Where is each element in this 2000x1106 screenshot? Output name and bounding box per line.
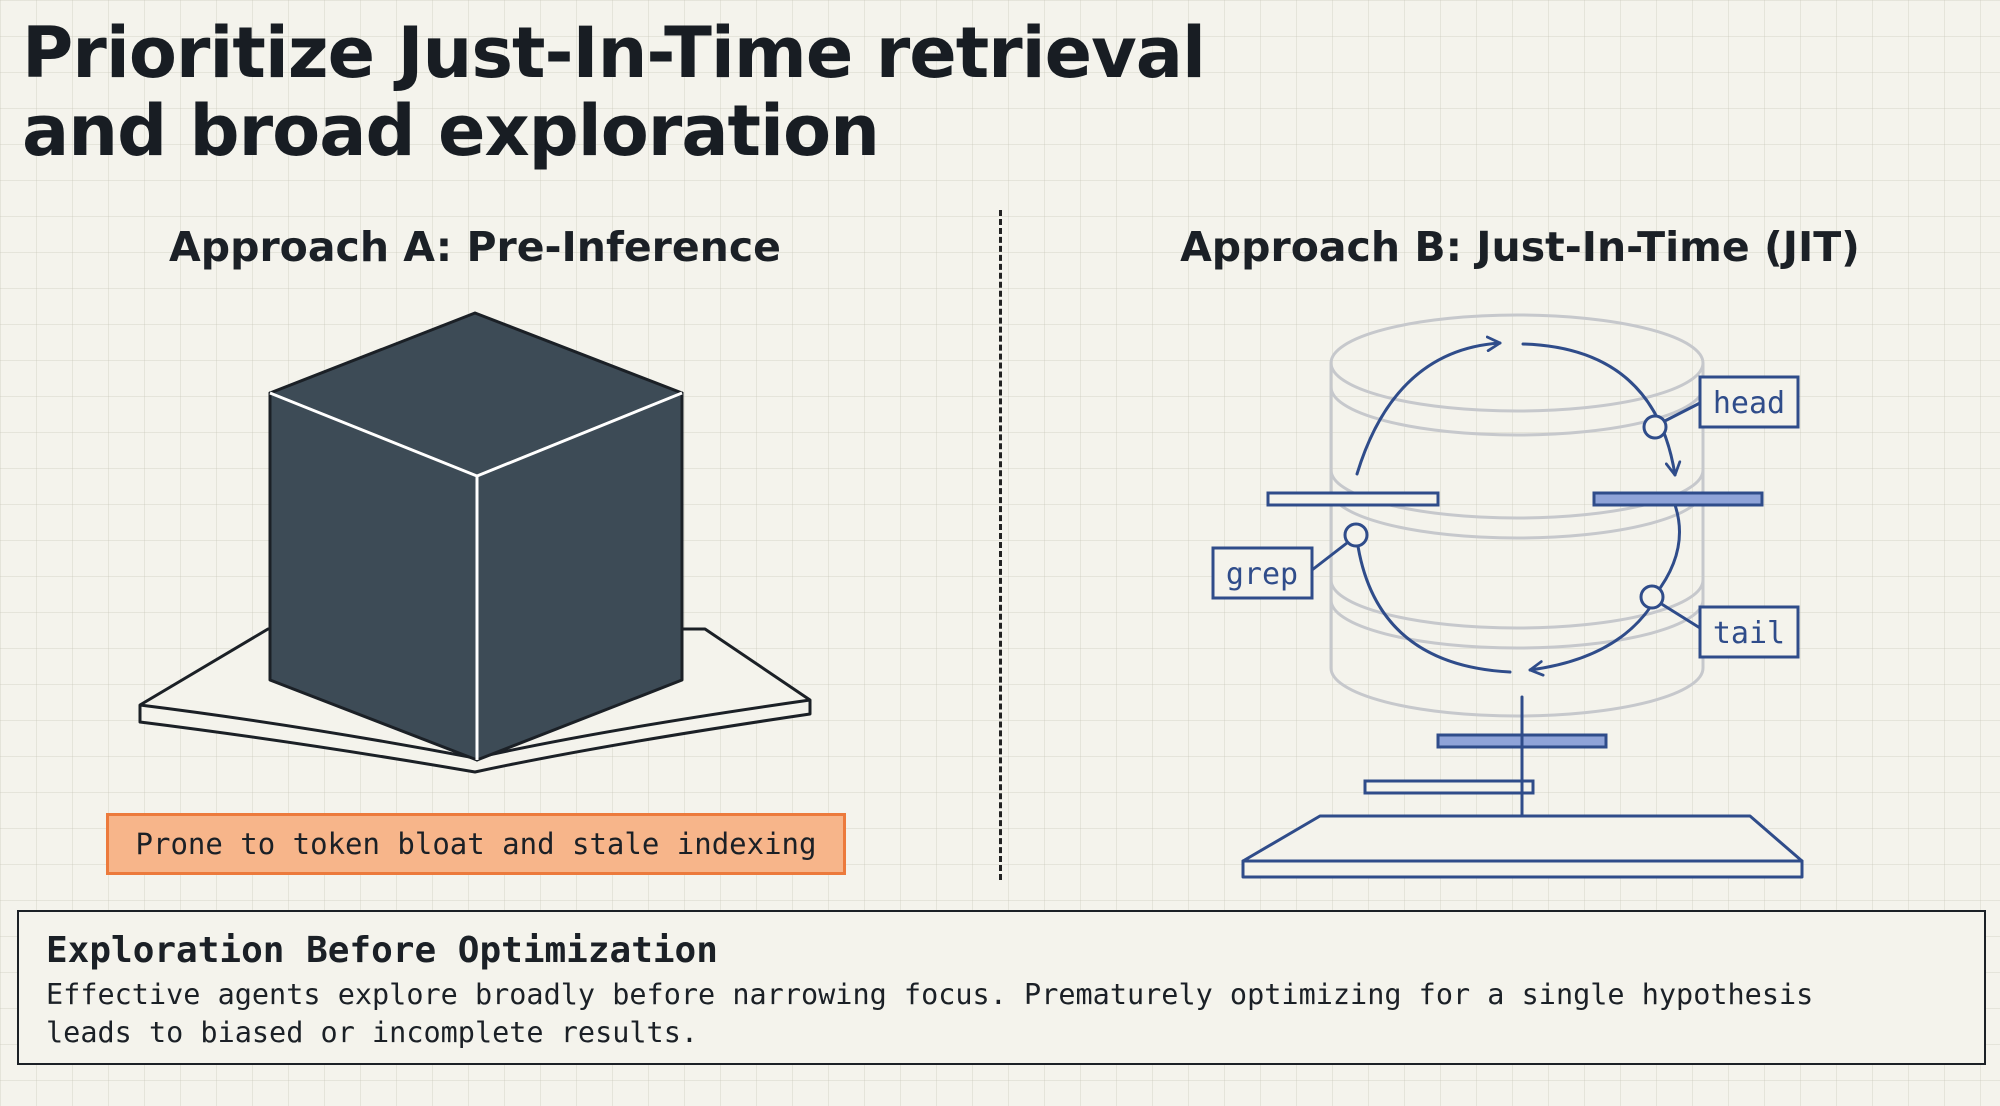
panel-divider [999,210,1002,880]
warning-callout: Prone to token bloat and stale indexing [106,813,846,875]
page-title-line-1: Prioritize Just-In-Time retrieval [22,12,1206,94]
arrow-grep-to-top [1355,335,1502,476]
head-label: head [1713,386,1785,421]
approach-a-title: Approach A: Pre-Inference [169,223,781,271]
output-platform [1241,814,1804,879]
page-title: Prioritize Just-In-Time retrieval and br… [22,14,1422,170]
info-box-body: Effective agents explore broadly before … [46,976,1958,1052]
approach-b-title: Approach B: Just-In-Time (JIT) [1180,223,1860,271]
data-store-cylinder [1329,313,1705,718]
arrow-top-to-head [1521,342,1682,477]
info-body-line-2: leads to biased or incomplete results. [46,1016,699,1049]
tool-node-grep: grep [1211,522,1369,600]
index-cube [268,311,684,762]
tool-node-head: head [1642,375,1800,440]
info-body-line-1: Effective agents explore broadly before … [46,978,1814,1011]
arrow-bottom-to-grep [1355,538,1512,674]
exploration-info-box: Exploration Before Optimization Effectiv… [17,910,1986,1065]
arrow-tail-to-bottom [1528,598,1657,677]
tool-node-tail: tail [1639,584,1800,659]
jit-retrieval-illustration: head grep tail [1211,313,1804,879]
grep-label: grep [1226,557,1298,592]
page-title-line-2: and broad exploration [22,90,880,172]
arrow-head-to-tail [1653,503,1681,597]
pre-inference-index-illustration [138,311,812,774]
tail-label: tail [1713,616,1785,651]
info-box-title: Exploration Before Optimization [46,930,718,971]
retrieval-loop-arrows [1355,335,1682,677]
